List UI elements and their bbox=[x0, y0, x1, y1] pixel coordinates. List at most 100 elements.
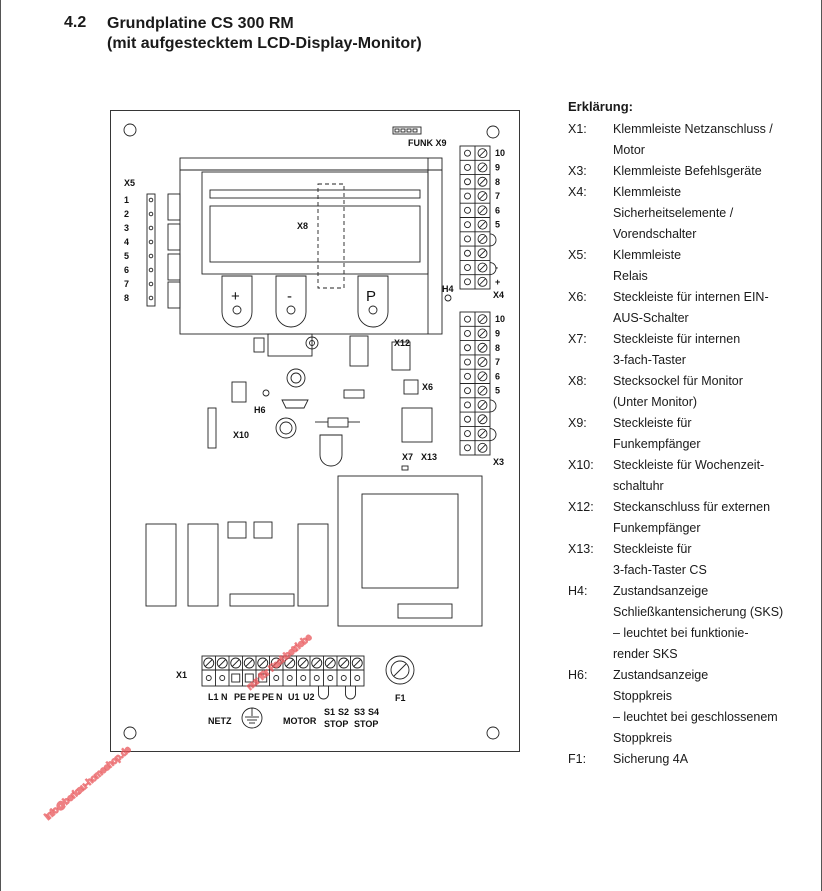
terminal-hole bbox=[464, 387, 471, 395]
stop-bridge bbox=[345, 686, 356, 700]
terminal-hole bbox=[464, 401, 471, 409]
legend-description: Sicherung 4A bbox=[613, 749, 818, 770]
h4-led bbox=[444, 294, 452, 302]
x1-screw bbox=[257, 657, 269, 669]
legend-item: X1:Klemmleiste Netzanschluss /Motor bbox=[568, 119, 818, 161]
lcd-screen bbox=[201, 171, 429, 275]
x5-pin bbox=[148, 197, 154, 203]
x1-terminal-label: L1 bbox=[208, 692, 219, 702]
terminal-screw bbox=[477, 342, 488, 353]
legend-description-line: Stoppkreis bbox=[613, 731, 673, 745]
legend-item: F1: Sicherung 4A bbox=[568, 749, 818, 770]
x5-pin bbox=[148, 211, 154, 217]
pe-bridge bbox=[231, 673, 241, 683]
terminal-hole bbox=[464, 264, 471, 272]
terminal-screw bbox=[477, 371, 488, 382]
x1-terminal-label: U2 bbox=[303, 692, 315, 702]
x1-hole bbox=[300, 675, 307, 681]
x1-screw bbox=[311, 657, 323, 669]
x5-pin bbox=[148, 267, 154, 273]
terminal-screw bbox=[477, 148, 488, 159]
x12-label: X12 bbox=[394, 338, 410, 348]
legend-description-line: Zustandsanzeige bbox=[613, 668, 709, 682]
terminal-number: 9 bbox=[495, 162, 500, 172]
button-minus: - bbox=[275, 275, 307, 328]
terminal-number: 8 bbox=[495, 177, 500, 187]
terminal-number: 6 bbox=[495, 371, 500, 381]
x9-funk-header bbox=[392, 126, 422, 135]
x5-pin-number: 4 bbox=[124, 237, 129, 247]
legend-key: F1: bbox=[568, 752, 587, 766]
legend-description: Stecksockel für Monitor(Unter Monitor) bbox=[613, 371, 818, 413]
terminal-hole bbox=[464, 235, 471, 243]
legend-description: Steckleiste für internen EIN-AUS-Schalte… bbox=[613, 287, 818, 329]
x1-terminal-label: PE bbox=[262, 692, 274, 702]
x1-hole bbox=[340, 675, 347, 681]
pe-bridge bbox=[244, 673, 254, 683]
legend-description-line: Steckanschluss für externen bbox=[613, 500, 771, 514]
stop-terminal-label: S2 bbox=[338, 707, 349, 717]
terminal-screw bbox=[477, 442, 488, 453]
terminal-hole bbox=[464, 178, 471, 186]
f1-label: F1 bbox=[395, 693, 406, 703]
x1-hole bbox=[313, 675, 320, 681]
x1-hole bbox=[327, 675, 334, 681]
fuse-f1 bbox=[385, 655, 415, 685]
stop-terminal-label: S4 bbox=[368, 707, 379, 717]
terminal-number: 10 bbox=[495, 148, 505, 158]
x1-screw bbox=[351, 657, 363, 669]
x1-screw bbox=[216, 657, 228, 669]
button-p: P bbox=[357, 275, 389, 328]
x5-pin-number: 2 bbox=[124, 209, 129, 219]
legend-description-line: Schließkantensicherung (SKS) bbox=[613, 605, 784, 619]
terminal-hole bbox=[464, 278, 471, 286]
h6-led bbox=[262, 389, 270, 397]
legend-key: X12: bbox=[568, 500, 594, 514]
x5-pin bbox=[148, 295, 154, 301]
x13-label: X13 bbox=[421, 452, 437, 462]
legend-description-line: Steckleiste für internen EIN- bbox=[613, 290, 769, 304]
terminal-screw bbox=[477, 428, 488, 439]
legend-description-line: (Unter Monitor) bbox=[613, 395, 698, 409]
terminal-tab bbox=[489, 233, 497, 247]
legend-key: X1: bbox=[568, 122, 587, 136]
legend-description-line: Sicherheitselemente / bbox=[613, 206, 734, 220]
x8-label: X8 bbox=[297, 221, 308, 231]
x13-header bbox=[401, 407, 433, 443]
legend-key: X4: bbox=[568, 185, 587, 199]
x1-terminal-row bbox=[201, 655, 365, 700]
legend: Erklärung: X1:Klemmleiste Netzanschluss … bbox=[568, 96, 818, 770]
x1-screw bbox=[297, 657, 309, 669]
x5-pin bbox=[148, 281, 154, 287]
terminal-hole bbox=[464, 315, 471, 323]
legend-description-line: schaltuhr bbox=[613, 479, 664, 493]
x1-label: X1 bbox=[176, 670, 187, 680]
x1-hole bbox=[205, 675, 212, 681]
x1-hole bbox=[354, 675, 361, 681]
legend-description-line: Klemmleiste bbox=[613, 248, 682, 262]
legend-key: X6: bbox=[568, 290, 587, 304]
terminal-number: 6 bbox=[495, 205, 500, 215]
x10-label: X10 bbox=[233, 430, 249, 440]
x9-label: FUNK X9 bbox=[408, 138, 447, 148]
x1-hole bbox=[286, 675, 293, 681]
board-outline bbox=[110, 110, 520, 752]
legend-description-line: Vorendschalter bbox=[613, 227, 697, 241]
terminal-hole bbox=[464, 444, 471, 452]
x1-terminal-label: PE bbox=[234, 692, 246, 702]
x1-screw bbox=[338, 657, 350, 669]
stop-bridge bbox=[318, 686, 329, 700]
